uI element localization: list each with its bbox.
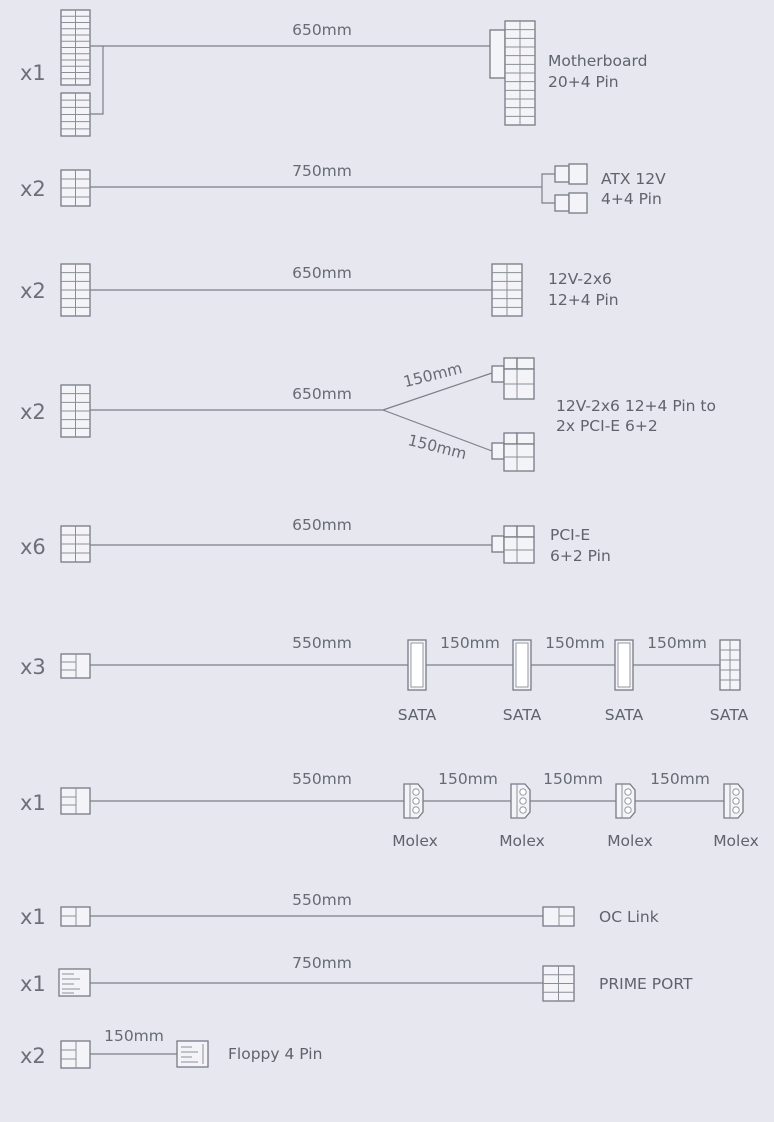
quantity-label: x2 [20,1044,46,1068]
cable-length: 550mm [292,770,352,788]
cable-row-motherboard: x1 650mm Motherboard 20+4 Pin [20,9,647,137]
connector-label: 12V-2x6 [548,270,612,288]
cable-length: 150mm [650,770,710,788]
cable-length: 550mm [292,634,352,652]
device-connector [554,163,588,214]
sata-connector [614,639,634,691]
connector-label: 12V-2x6 12+4 Pin to [556,397,716,415]
molex-connector [723,783,744,819]
device-connector [491,357,535,400]
device-connector [542,965,575,1002]
connector-label: Molex [713,832,759,850]
cable-length: 150mm [104,1027,164,1045]
molex-connector [510,783,531,819]
connector-label: SATA [398,706,437,724]
molex-connector [615,783,636,819]
cable-length: 150mm [545,634,605,652]
device-connector [491,525,535,564]
molex-connector [403,783,424,819]
cable-length: 550mm [292,891,352,909]
psu-connector [60,263,91,317]
connector-label: PRIME PORT [599,975,693,993]
cable-row-sata: x3 550mm 150mm 150mm 150mm SATA SATA [20,634,749,724]
cable-row-atx12v: x2 750mm ATX 12V 4+4 Pin [20,162,666,214]
cable-row-12v-2x6-to-pcie: x2 650mm 150mm 150mm 12V-2x6 12+4 Pin to [20,357,716,472]
quantity-label: x2 [20,177,46,201]
connector-label: 6+2 Pin [550,547,611,565]
cable-length: 150mm [647,634,707,652]
connector-label: 4+4 Pin [601,190,662,208]
cable-length: 150mm [402,359,464,391]
device-connector [542,906,575,927]
connector-label: Molex [392,832,438,850]
cable-row-pcie: x6 650mm PCI-E 6+2 Pin [20,516,611,565]
connector-label: SATA [710,706,749,724]
psu-connector [60,787,91,815]
cable-row-floppy: x2 150mm Floppy 4 Pin [20,1027,322,1069]
cable-row-oc-link: x1 550mm OC Link [20,891,659,929]
cable-length: 650mm [292,264,352,282]
connector-label: Molex [499,832,545,850]
cable-length: 750mm [292,162,352,180]
floppy-connector [176,1040,209,1068]
cable-length: 650mm [292,21,352,39]
connector-label: 20+4 Pin [548,73,619,91]
cable-row-prime-port: x1 750mm PRIME PORT [20,954,693,1002]
quantity-label: x2 [20,279,46,303]
psu-connector [60,9,91,137]
psu-connector [60,525,91,563]
sata-connector [512,639,532,691]
connector-label: SATA [503,706,542,724]
cable-length: 150mm [438,770,498,788]
connector-label: 12+4 Pin [548,291,619,309]
device-connector [489,20,536,126]
cable-length: 150mm [440,634,500,652]
cable-row-12v-2x6: x2 650mm 12V-2x6 12+4 Pin [20,263,619,317]
sata-connector [407,639,427,691]
connector-label: SATA [605,706,644,724]
cable-length: 150mm [543,770,603,788]
connector-label: PCI-E [550,526,590,544]
quantity-label: x6 [20,535,46,559]
psu-connector [58,968,91,997]
quantity-label: x1 [20,61,46,85]
connector-label: Motherboard [548,52,647,70]
connector-label: 2x PCI-E 6+2 [556,417,658,435]
psu-connector [60,653,91,679]
psu-connector [60,169,91,207]
quantity-label: x1 [20,791,46,815]
device-connector [491,432,535,472]
device-connector [491,263,523,317]
cable-length: 650mm [292,385,352,403]
connector-label: Floppy 4 Pin [228,1045,322,1063]
connector-label: ATX 12V [601,170,666,188]
cable-length: 150mm [406,431,468,463]
connector-label: Molex [607,832,653,850]
psu-connector [60,1040,91,1069]
quantity-label: x3 [20,655,46,679]
sata-connector [719,639,741,691]
cable-row-molex: x1 550mm 150mm 150mm 150mm Molex Molex M… [20,770,759,850]
quantity-label: x1 [20,905,46,929]
psu-connector [60,906,91,927]
cable-length: 750mm [292,954,352,972]
connector-label: OC Link [599,908,659,926]
psu-connector [60,384,91,438]
quantity-label: x1 [20,972,46,996]
cable-length: 650mm [292,516,352,534]
quantity-label: x2 [20,400,46,424]
